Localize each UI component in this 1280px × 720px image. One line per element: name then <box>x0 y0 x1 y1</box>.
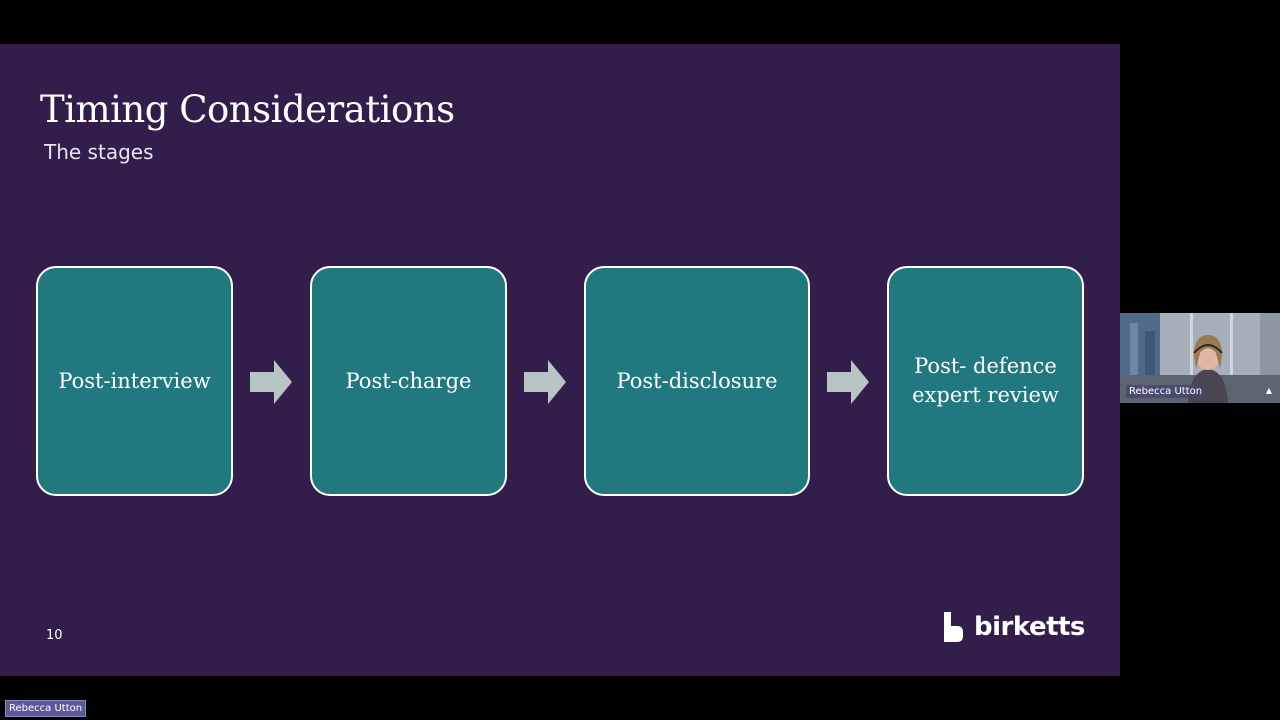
stage-box-post-disclosure: Post-disclosure <box>584 266 810 496</box>
arrow-right-icon <box>524 360 566 404</box>
stage-label: Post-interview <box>58 368 211 393</box>
presenter-name-badge: Rebecca Utton <box>5 700 87 717</box>
presentation-slide: Timing Considerations The stages Post-in… <box>0 44 1120 676</box>
stage-box-post-interview: Post-interview <box>36 266 233 496</box>
cursor-icon: ▲ <box>1265 386 1272 395</box>
stage-box-post-charge: Post-charge <box>310 266 507 496</box>
arrow-right-icon <box>827 360 869 404</box>
birketts-logo-icon <box>944 612 963 642</box>
stage-box-post-defence-expert-review: Post- defence expert review <box>887 266 1084 496</box>
stage-label: Post-charge <box>345 368 472 393</box>
participant-name-label: Rebecca Utton <box>1126 385 1206 398</box>
slide-page-number: 10 <box>46 628 63 643</box>
birketts-logo: birketts <box>944 610 1085 644</box>
participant-video-tile[interactable]: Rebecca Utton ▲ <box>1120 313 1280 403</box>
stage-label: Post- defence expert review <box>912 354 1059 407</box>
stage-label: Post-disclosure <box>616 368 778 393</box>
slide-subtitle: The stages <box>44 140 154 164</box>
arrow-right-icon <box>250 360 292 404</box>
logo-wordmark: birketts <box>974 612 1085 642</box>
slide-title: Timing Considerations <box>40 88 455 131</box>
